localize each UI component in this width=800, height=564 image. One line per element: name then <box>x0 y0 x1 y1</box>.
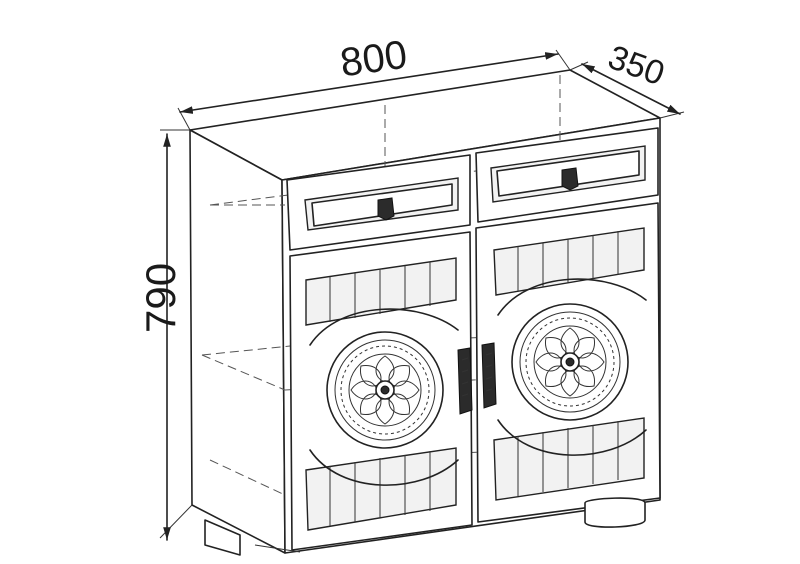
depth-label: 350 <box>603 38 669 93</box>
door-handle-left[interactable] <box>457 347 473 415</box>
dimension-width: 800 <box>177 33 571 131</box>
drawer-left[interactable] <box>286 154 471 251</box>
rosette-left <box>326 331 444 449</box>
rosette-right <box>511 303 629 421</box>
width-label: 800 <box>338 33 410 86</box>
drawer-right[interactable] <box>475 127 659 223</box>
dimension-height: 790 <box>137 129 193 541</box>
drawer-handle-right[interactable] <box>561 167 579 191</box>
door-handle-right[interactable] <box>481 342 497 409</box>
door-left[interactable] <box>289 231 473 551</box>
drawer-handle-left[interactable] <box>377 197 395 221</box>
cabinet-feet <box>204 497 646 556</box>
door-right[interactable] <box>475 202 661 523</box>
height-label: 790 <box>137 263 184 333</box>
